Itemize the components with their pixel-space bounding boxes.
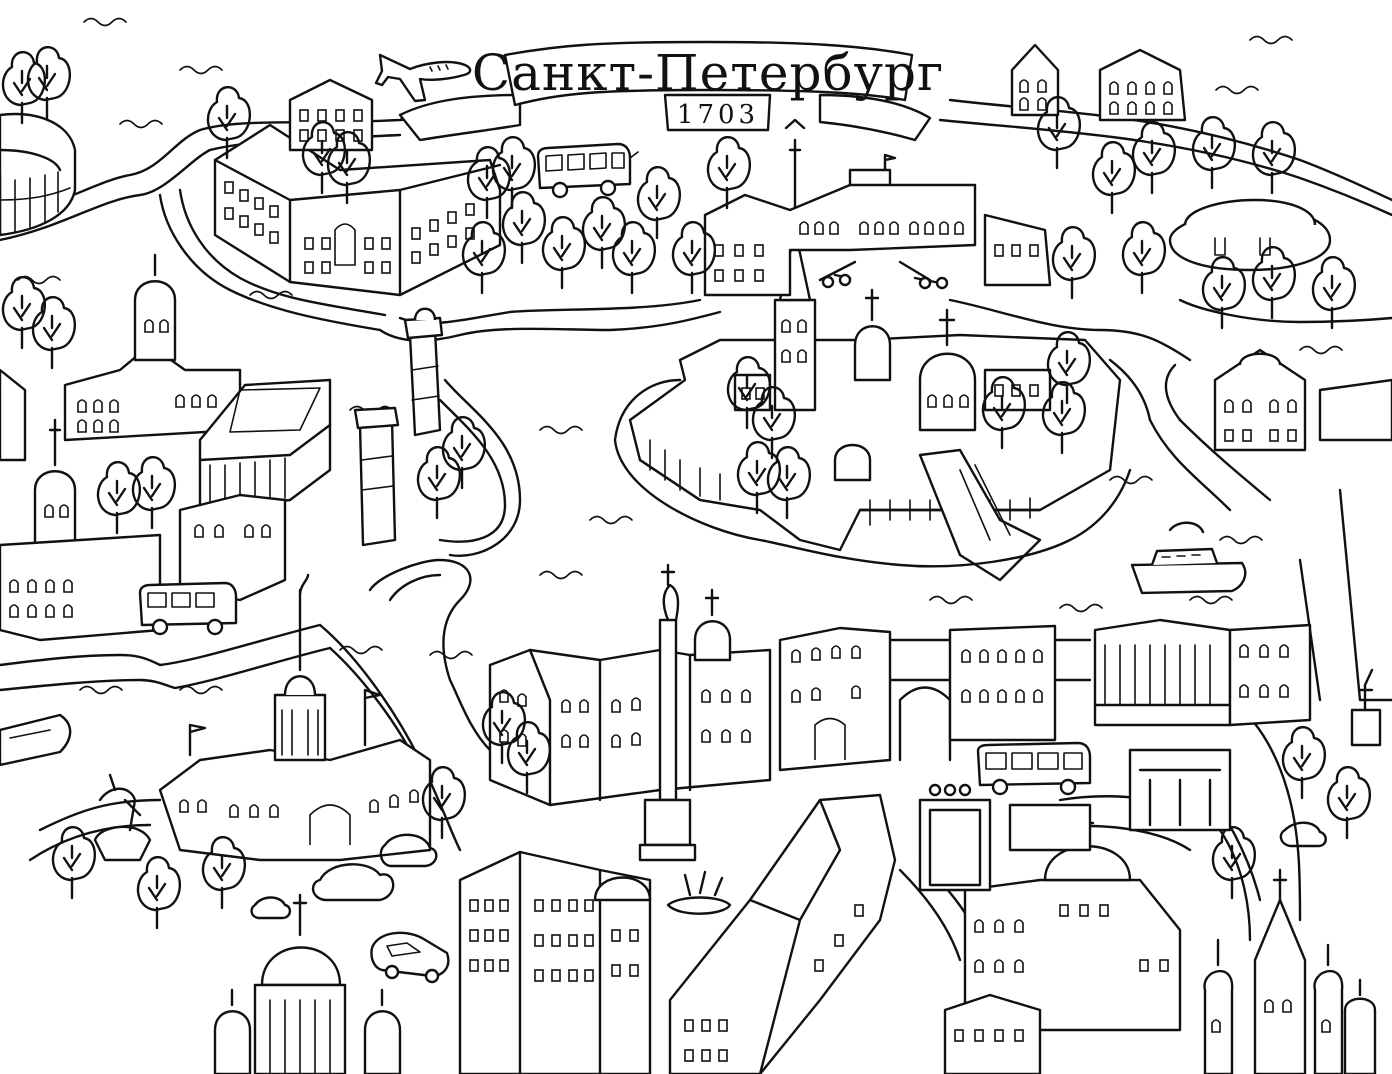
south-domed-building [963,813,1182,1032]
bronze-horseman [93,773,152,862]
cannon-icon [818,260,949,290]
south-gate [918,748,1232,892]
rostral-columns [353,307,522,557]
winter-palace [488,588,772,807]
east-monument [1350,668,1382,747]
bus-icon [976,741,1092,796]
alexander-column [638,563,697,862]
boat-icon [1130,547,1247,595]
palace-square-east [948,624,1057,742]
fountain [666,870,732,915]
low-building-south [943,993,1042,1074]
airplane-icon [374,53,472,103]
long-curved-building [668,793,897,1074]
car-icon [370,931,450,984]
west-church [0,418,287,642]
left-pavilion [0,368,27,462]
nevsky-building-left [458,850,652,1074]
ufo-building [1168,198,1332,272]
bushes [250,521,1327,920]
colonnade-building [1093,618,1312,727]
stadium [0,112,77,237]
bus-icon [138,581,238,636]
title-banner: Санкт-Петербург 1703 [398,40,944,142]
kunstkamera [63,253,242,442]
church-spilled-blood [1203,868,1377,1074]
boat-icon [0,713,72,767]
fortress-north-barracks [703,153,1052,297]
fortress-outline [613,378,1132,568]
east-houses-top [1010,43,1187,122]
palace-north-embankment [213,123,502,297]
small-house-top [288,78,374,152]
east-mansion [1213,348,1392,452]
general-staff-building [778,626,952,772]
founding-year: 1703 [677,100,759,130]
st-isaacs-cathedral [213,893,402,1074]
admiralty [158,573,432,862]
city-title: Санкт-Петербург [472,44,944,102]
bus-icon [536,142,639,199]
